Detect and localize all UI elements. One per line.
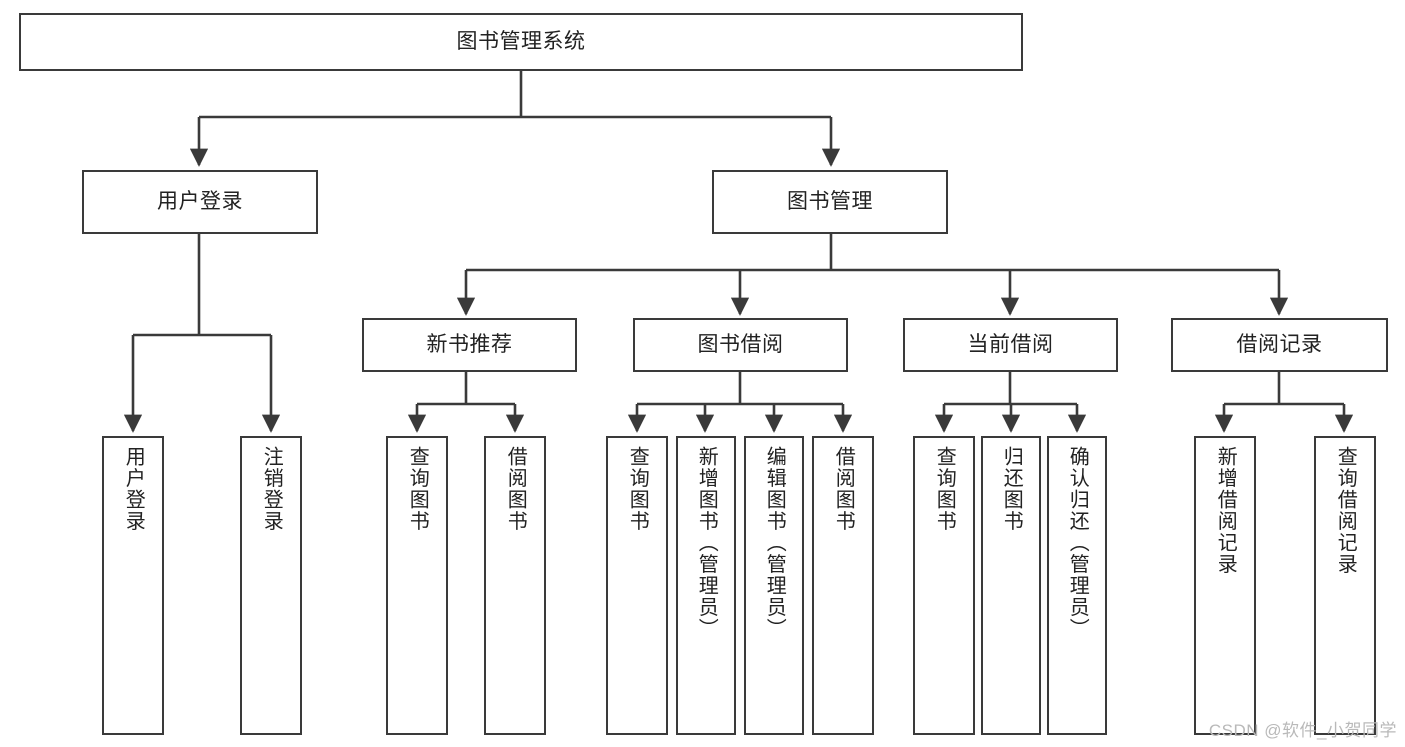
leaf-recommend-borrow-book[interactable]: 借阅图书 (484, 436, 546, 735)
leaf-user-login-login[interactable]: 用户登录 (102, 436, 164, 735)
leaf-borrow-query-book[interactable]: 查询图书 (606, 436, 668, 735)
leaf-borrow-edit-book-admin[interactable]: 编辑图书（管理员） (744, 436, 804, 735)
leaf-record-query-record[interactable]: 查询借阅记录 (1314, 436, 1376, 735)
node-label: 当前借阅 (967, 332, 1054, 356)
node-book-borrow[interactable]: 图书借阅 (633, 318, 848, 372)
leaf-user-login-logout[interactable]: 注销登录 (240, 436, 302, 735)
leaf-borrow-add-book-admin[interactable]: 新增图书（管理员） (676, 436, 736, 735)
node-label: 查询图书 (626, 446, 649, 532)
watermark-text: CSDN @软件_小贺同学 (1208, 721, 1397, 740)
node-label: 新书推荐 (426, 332, 513, 356)
node-label: 确认归还（管理员） (1066, 446, 1089, 640)
node-user-login[interactable]: 用户登录 (82, 170, 318, 234)
node-label: 查询图书 (406, 446, 429, 532)
node-label: 编辑图书（管理员） (763, 446, 786, 640)
node-label: 图书管理系统 (456, 29, 586, 53)
leaf-record-add-record[interactable]: 新增借阅记录 (1194, 436, 1256, 735)
node-new-book-recommend[interactable]: 新书推荐 (362, 318, 577, 372)
node-label: 新增图书（管理员） (695, 446, 718, 640)
node-label: 新增借阅记录 (1214, 446, 1237, 575)
leaf-recommend-query-book[interactable]: 查询图书 (386, 436, 448, 735)
node-label: 借阅记录 (1236, 332, 1323, 356)
node-label: 借阅图书 (832, 446, 855, 532)
node-label: 查询图书 (933, 446, 956, 532)
node-borrow-record[interactable]: 借阅记录 (1171, 318, 1388, 372)
node-current-borrow[interactable]: 当前借阅 (903, 318, 1118, 372)
node-book-management[interactable]: 图书管理 (712, 170, 948, 234)
node-label: 图书管理 (787, 189, 873, 213)
node-label: 查询借阅记录 (1334, 446, 1357, 575)
node-label: 借阅图书 (504, 446, 527, 532)
node-label: 用户登录 (157, 189, 243, 213)
node-root-system[interactable]: 图书管理系统 (19, 13, 1023, 71)
node-label: 归还图书 (1000, 446, 1023, 532)
leaf-current-return-book[interactable]: 归还图书 (981, 436, 1041, 735)
leaf-current-confirm-return-admin[interactable]: 确认归还（管理员） (1047, 436, 1107, 735)
leaf-borrow-borrow-book[interactable]: 借阅图书 (812, 436, 874, 735)
node-label: 图书借阅 (697, 332, 784, 356)
node-label: 用户登录 (122, 446, 145, 532)
node-label: 注销登录 (260, 446, 283, 532)
leaf-current-query-book[interactable]: 查询图书 (913, 436, 975, 735)
